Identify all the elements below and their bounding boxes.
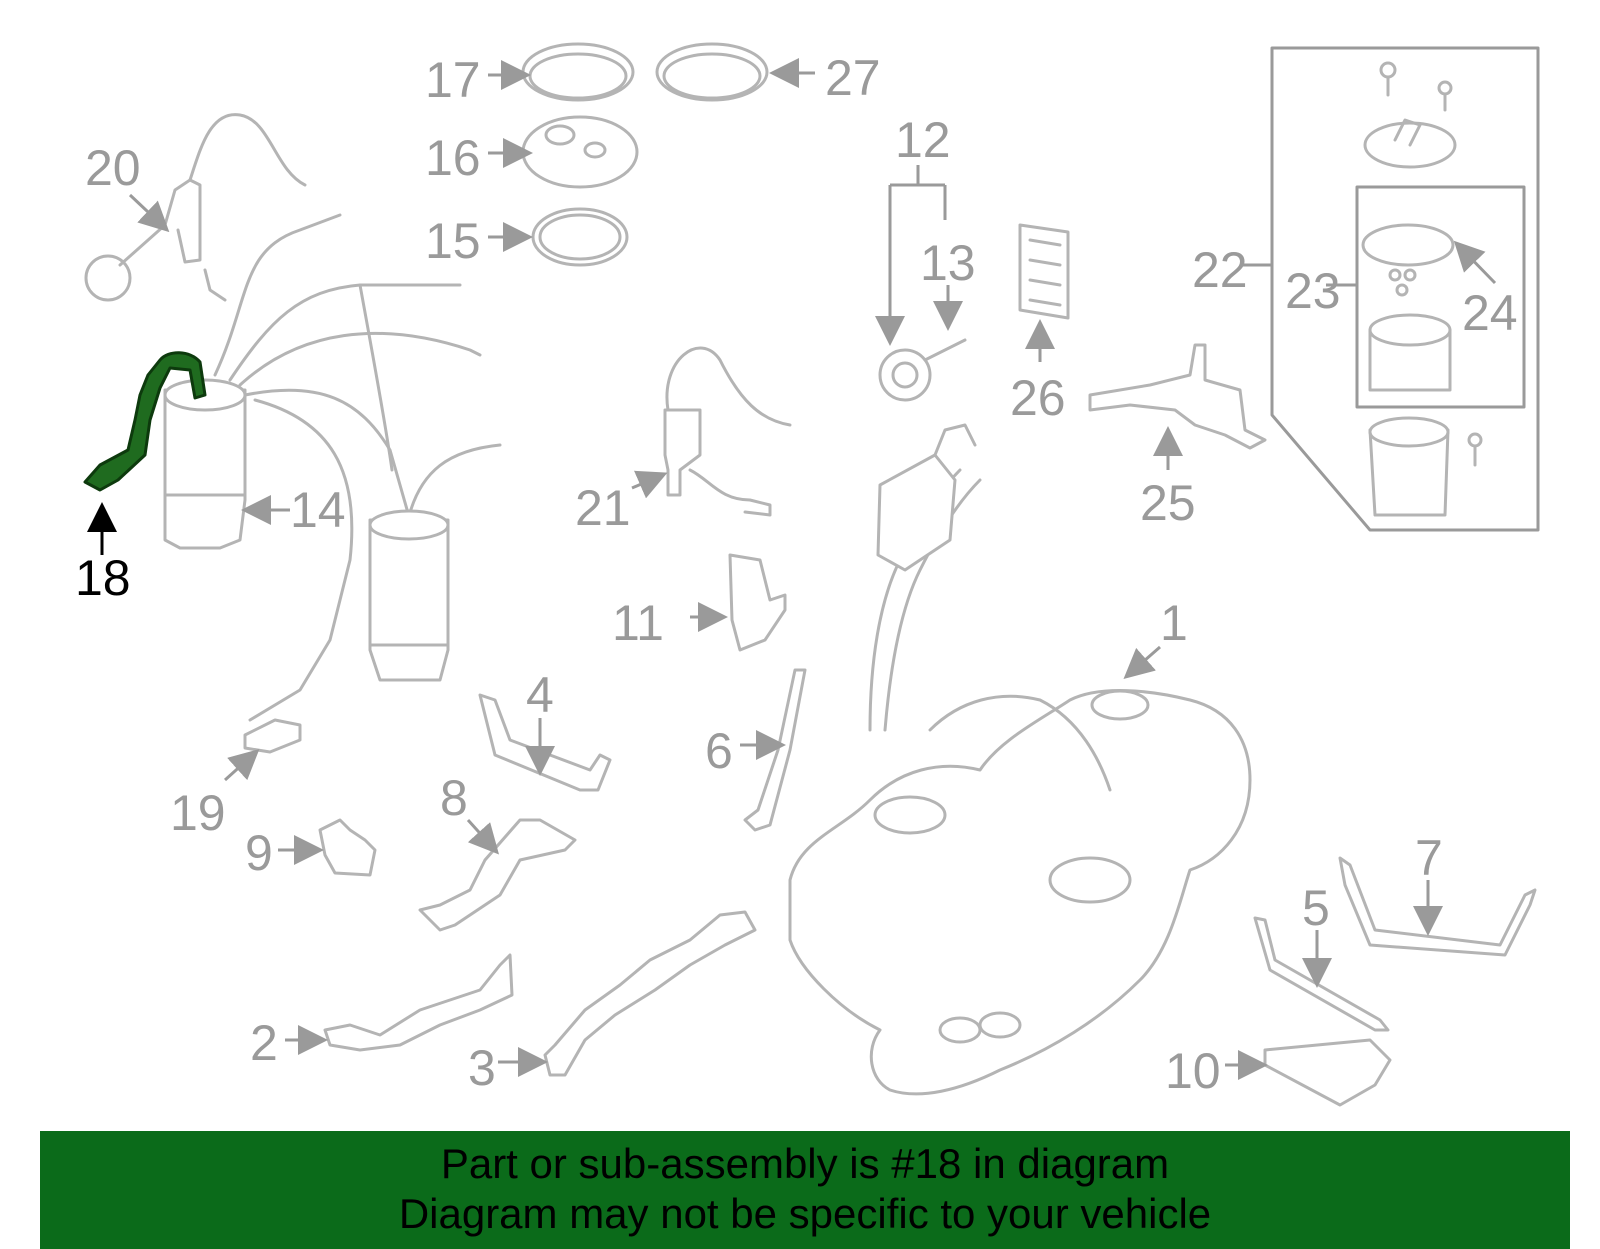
fuel-pump-secondary [368, 509, 450, 682]
callout-18: 18 [75, 550, 131, 606]
callout-22: 22 [1192, 242, 1248, 298]
info-banner: Part or sub-assembly is #18 in diagram D… [40, 1131, 1570, 1249]
part-20-level-sender[interactable]: 20 [84, 113, 307, 302]
part-11-shield[interactable]: 11 [612, 553, 787, 652]
part-16-sender-cover[interactable]: 16 [425, 115, 639, 189]
callout-23: 23 [1285, 263, 1341, 319]
callout-24: 24 [1462, 285, 1518, 341]
callout-21: 21 [575, 480, 631, 536]
callout-19: 19 [170, 785, 226, 841]
part-6-strap[interactable]: 6 [705, 668, 807, 832]
callout-6: 6 [705, 723, 733, 779]
part-4-strap[interactable]: 4 [478, 667, 612, 792]
callout-13: 13 [920, 235, 976, 291]
part-26-filter[interactable]: 26 [1010, 223, 1070, 426]
part-18-bracket-highlighted[interactable]: 18 [75, 351, 207, 606]
part-5-strap[interactable]: 5 [1253, 880, 1390, 1032]
callout-20: 20 [85, 140, 141, 196]
banner-line-part-info: Part or sub-assembly is #18 in diagram [440, 1140, 1170, 1187]
part-7-strap[interactable]: 7 [1338, 830, 1537, 957]
part-27-ring[interactable]: 27 [655, 42, 881, 106]
part-21-level-sender[interactable]: 21 [575, 346, 792, 536]
part-8-heat-shield[interactable]: 8 [418, 770, 577, 932]
callout-26: 26 [1010, 370, 1066, 426]
callout-14: 14 [290, 482, 346, 538]
part-22-filter-assembly-box[interactable]: 22 23 24 [1192, 46, 1540, 532]
callout-16: 16 [425, 130, 481, 186]
part-2-heat-shield[interactable]: 2 [250, 953, 514, 1071]
callout-4: 4 [526, 667, 554, 723]
callout-17: 17 [425, 52, 481, 108]
callout-15: 15 [425, 213, 481, 269]
callout-27: 27 [825, 50, 881, 106]
part-19-connector[interactable]: 19 [170, 718, 302, 841]
fuel-line-harness [203, 213, 502, 722]
callout-7: 7 [1415, 830, 1443, 886]
callout-3: 3 [468, 1040, 496, 1096]
part-10-shield[interactable]: 10 [1165, 1038, 1392, 1107]
callout-12: 12 [895, 112, 951, 168]
callout-8: 8 [440, 770, 468, 826]
callout-2: 2 [250, 1015, 278, 1071]
part-12-13-valve[interactable]: 12 13 [875, 112, 976, 402]
callout-5: 5 [1302, 880, 1330, 936]
part-25-bracket[interactable]: 25 [1088, 343, 1267, 531]
part-9-clip[interactable]: 9 [245, 818, 377, 881]
part-17-lock-ring[interactable]: 17 [425, 42, 635, 108]
callout-10: 10 [1165, 1043, 1221, 1099]
part-15-seal[interactable]: 15 [425, 207, 629, 269]
callout-25: 25 [1140, 475, 1196, 531]
callout-9: 9 [245, 825, 273, 881]
part-14-fuel-pump[interactable]: 14 [163, 378, 346, 550]
part-3-bracket[interactable]: 3 [468, 910, 757, 1096]
part-1-fuel-tank[interactable]: 1 [788, 423, 1252, 1096]
banner-line-disclaimer: Diagram may not be specific to your vehi… [398, 1190, 1212, 1237]
callout-1: 1 [1160, 595, 1188, 651]
callout-11: 11 [612, 595, 664, 651]
